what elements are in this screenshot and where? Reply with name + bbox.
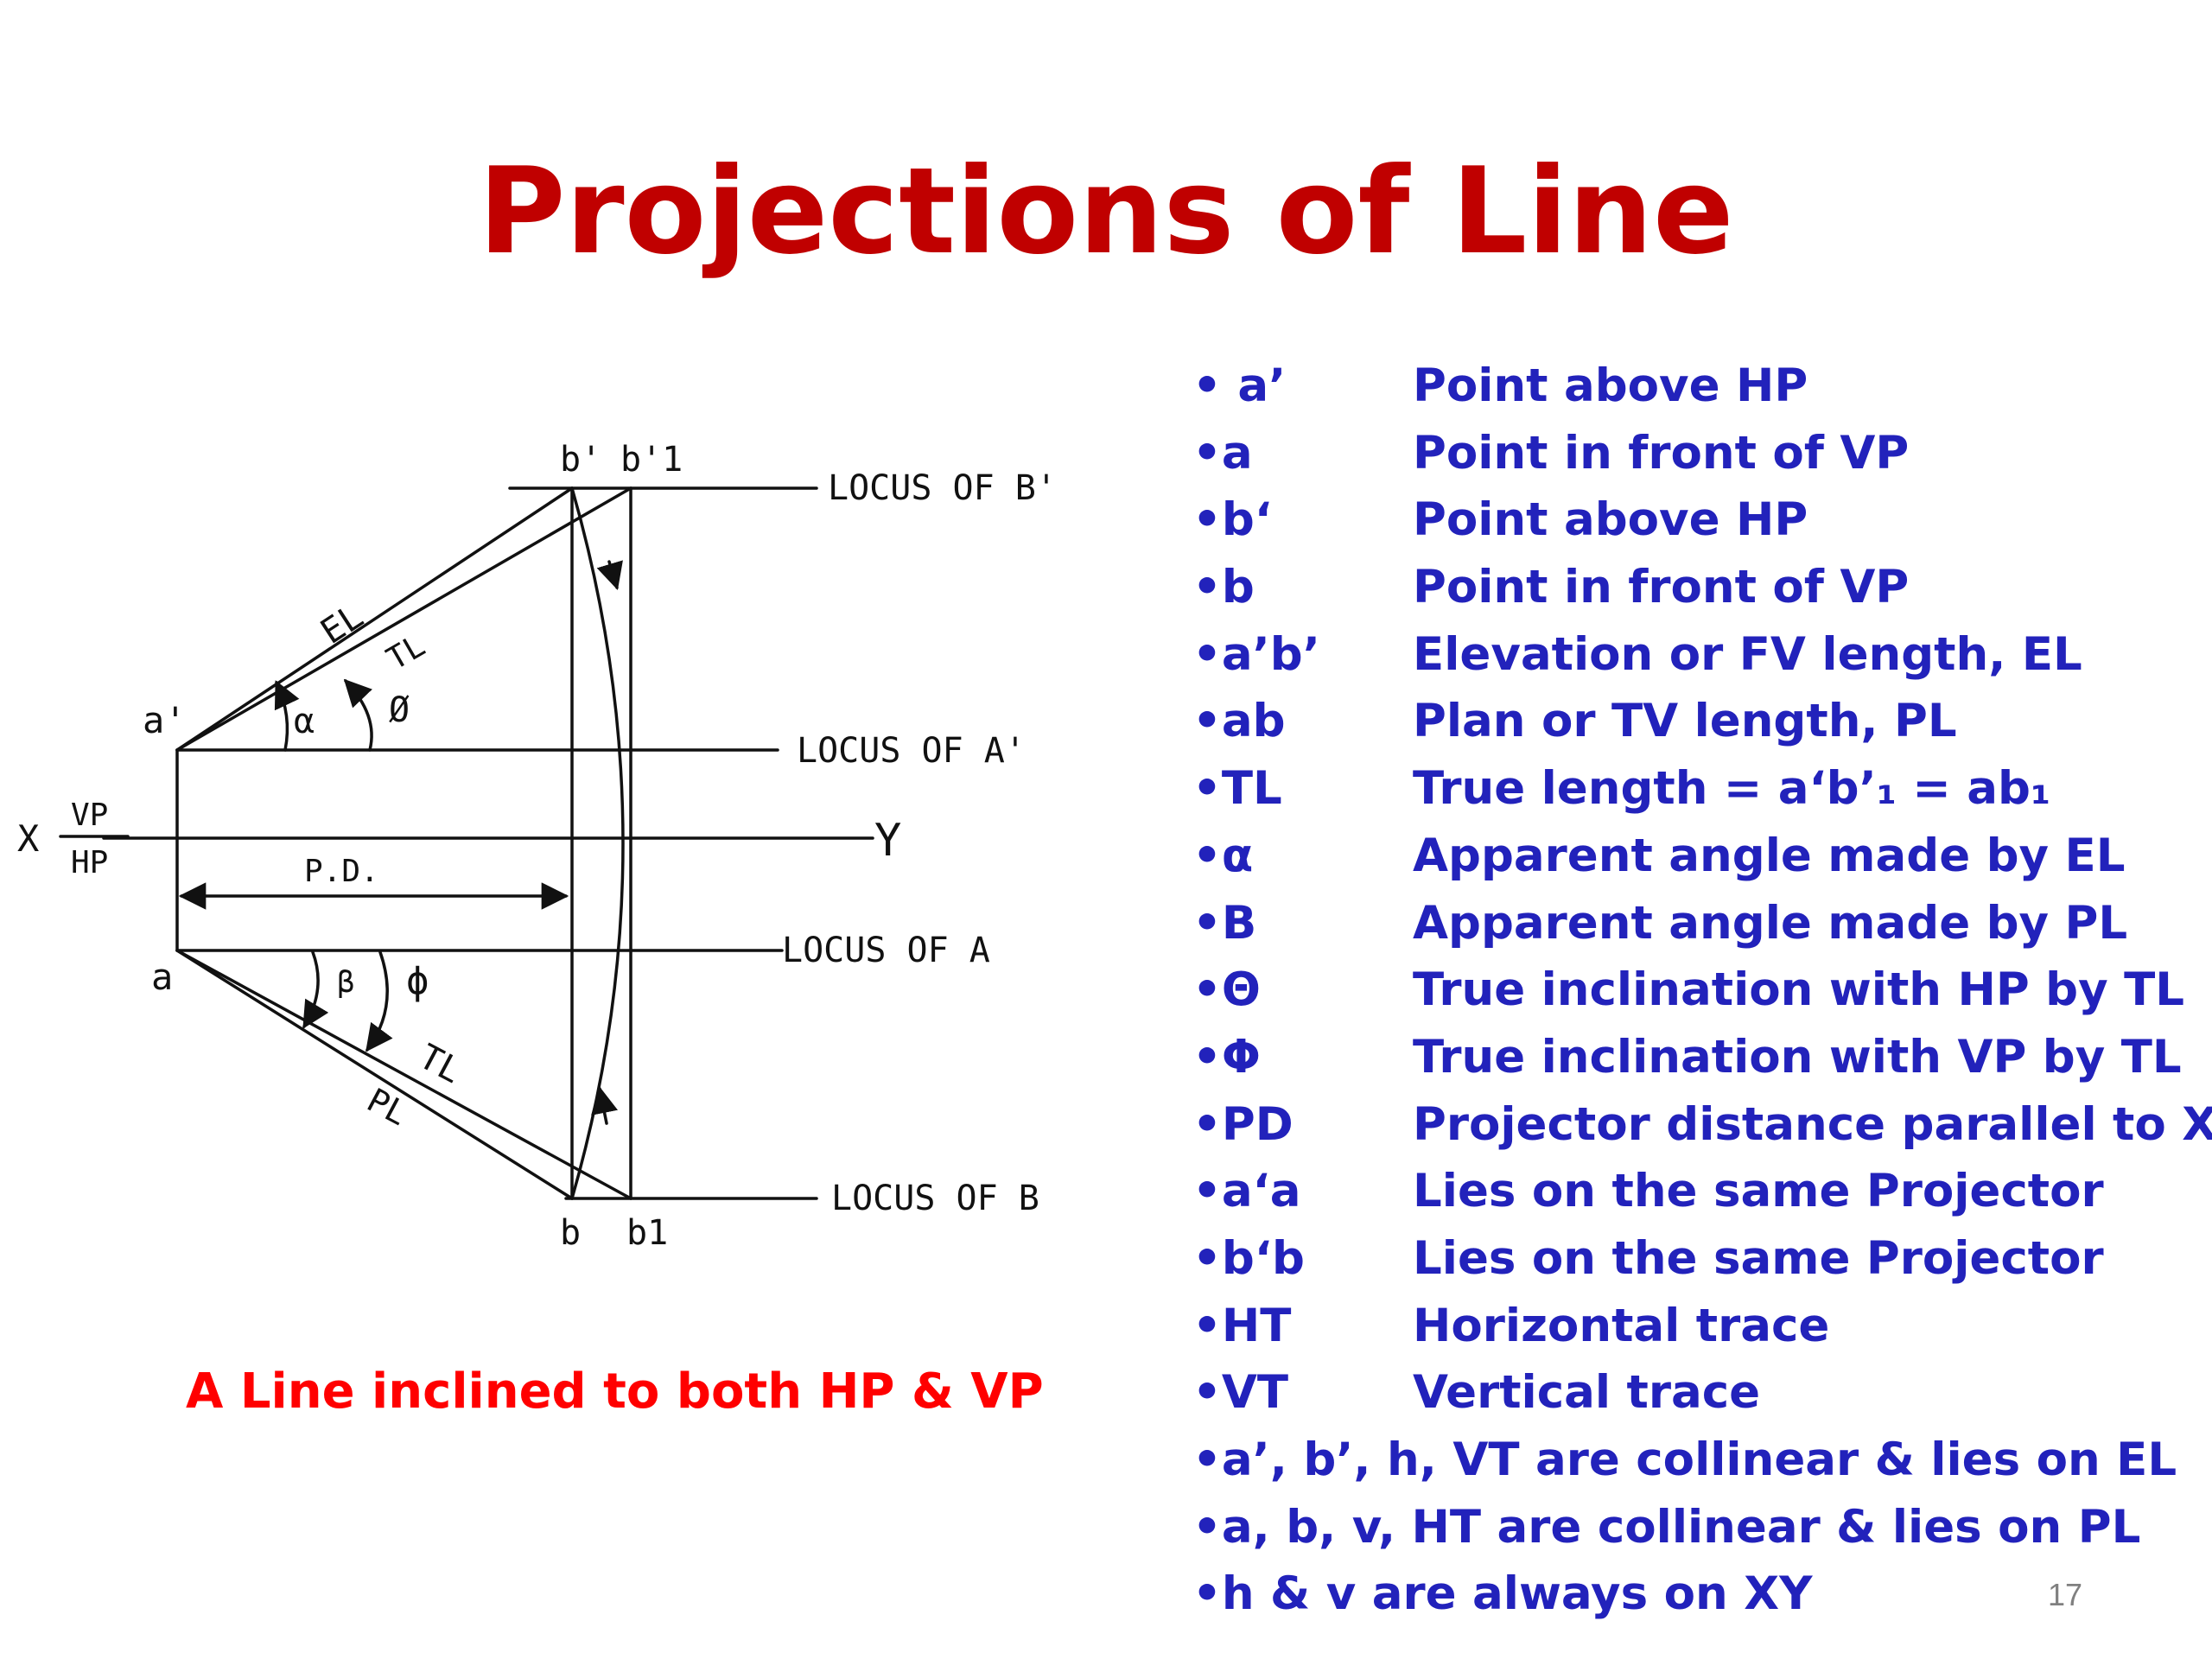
term-row: •b‘b Lies on the same Projector bbox=[1192, 1225, 2212, 1293]
label-locus-a: LOCUS OF A bbox=[782, 931, 990, 970]
label-b-prime: b' bbox=[560, 440, 601, 480]
label-locus-b-prime: LOCUS OF B' bbox=[828, 468, 1057, 508]
term-row: •b‘ Point above HP bbox=[1192, 486, 2212, 554]
term-row: •PD Projector distance parallel to XY bbox=[1192, 1091, 2212, 1159]
label-b1-prime: b'1 bbox=[620, 440, 683, 480]
swing-arc bbox=[570, 486, 625, 1200]
elevation-line-el bbox=[175, 486, 574, 752]
term-definition: Apparent angle made by PL bbox=[1413, 896, 2128, 950]
term-row: •a’b’ Elevation or FV length, EL bbox=[1192, 621, 2212, 689]
term-row: •a’, b’, h, VT are collinear & lies on E… bbox=[1192, 1427, 2212, 1494]
label-tl-top: TL bbox=[381, 628, 431, 677]
projection-diagram: b' b'1 LOCUS OF B' EL TL a' α Ø LOCUS OF… bbox=[17, 440, 1057, 1253]
term-row: • a’ Point above HP bbox=[1192, 353, 2212, 420]
term-definition: Point above HP bbox=[1413, 493, 1808, 547]
label-a: a bbox=[151, 956, 173, 998]
term-definition: True inclination with VP by TL bbox=[1413, 1030, 2182, 1084]
label-y: Y bbox=[874, 815, 901, 867]
term-definition: Plan or TV length, PL bbox=[1413, 695, 1957, 748]
theta-arc bbox=[343, 678, 373, 752]
term-row: •α Apparent angle made by EL bbox=[1192, 823, 2212, 890]
term-row: •Θ True inclination with HP by TL bbox=[1192, 957, 2212, 1024]
term-definition: Projector distance parallel to XY bbox=[1413, 1097, 2212, 1151]
term-row: •B Apparent angle made by PL bbox=[1192, 890, 2212, 957]
term-symbol: •PD bbox=[1192, 1097, 1294, 1151]
label-x: X bbox=[17, 817, 39, 860]
term-symbol: •a bbox=[1192, 426, 1253, 480]
term-symbol: •VT bbox=[1192, 1366, 1289, 1420]
term-definition: Lies on the same Projector bbox=[1413, 1231, 2104, 1285]
term-row: •TL True length = a‘b’₁ = ab₁ bbox=[1192, 755, 2212, 823]
term-definition: Horizontal trace bbox=[1413, 1299, 1830, 1352]
slide-title: Projections of Line bbox=[478, 142, 1734, 281]
term-row: •a, b, v, HT are collinear & lies on PL bbox=[1192, 1494, 2212, 1561]
label-phi: ϕ bbox=[406, 959, 429, 1003]
label-locus-a-prime: LOCUS OF A' bbox=[797, 731, 1026, 771]
term-definition: Point in front of VP bbox=[1413, 426, 1910, 480]
term-row: •a‘a Lies on the same Projector bbox=[1192, 1158, 2212, 1225]
term-symbol: •ab bbox=[1192, 695, 1286, 748]
label-beta: β bbox=[337, 965, 354, 1000]
true-length-line-top bbox=[175, 486, 632, 752]
label-theta: Ø bbox=[389, 690, 410, 730]
term-row: •h & v are always on XY bbox=[1192, 1560, 2212, 1628]
term-definition: True length = a‘b’₁ = ab₁ bbox=[1413, 762, 2051, 816]
term-definition: True inclination with HP by TL bbox=[1413, 963, 2185, 1017]
beta-arc bbox=[302, 950, 329, 1029]
label-alpha: α bbox=[294, 702, 315, 741]
label-b1: b1 bbox=[626, 1213, 668, 1253]
term-symbol: • a’ bbox=[1192, 359, 1287, 412]
term-symbol: •b‘b bbox=[1192, 1231, 1305, 1285]
term-symbol: •Θ bbox=[1192, 963, 1261, 1017]
term-symbol: •B bbox=[1192, 896, 1257, 950]
term-symbol: •a, b, v, HT are collinear & lies on PL bbox=[1192, 1500, 2141, 1554]
plan-line-pl bbox=[175, 949, 574, 1200]
term-definition: Point in front of VP bbox=[1413, 561, 1910, 614]
term-definition: Lies on the same Projector bbox=[1413, 1165, 2104, 1218]
term-symbol: •α bbox=[1192, 829, 1254, 882]
term-row: •a Point in front of VP bbox=[1192, 420, 2212, 487]
page-number: 17 bbox=[2048, 1577, 2083, 1612]
label-locus-b: LOCUS OF B bbox=[831, 1179, 1039, 1218]
term-row: •HT Horizontal trace bbox=[1192, 1293, 2212, 1360]
label-b: b bbox=[560, 1213, 581, 1253]
label-pd: P.D. bbox=[304, 854, 379, 889]
swing-arrow-bottom bbox=[591, 1085, 619, 1125]
term-symbol: •HT bbox=[1192, 1299, 1292, 1352]
term-definition: Elevation or FV length, EL bbox=[1413, 627, 2082, 681]
term-row: •ab Plan or TV length, PL bbox=[1192, 688, 2212, 755]
term-definition: Point above HP bbox=[1413, 359, 1808, 412]
phi-arc bbox=[365, 950, 393, 1052]
term-symbol: •b bbox=[1192, 561, 1255, 614]
term-row: •b Point in front of VP bbox=[1192, 554, 2212, 621]
term-row: •Φ True inclination with VP by TL bbox=[1192, 1024, 2212, 1091]
term-symbol: •b‘ bbox=[1192, 493, 1272, 547]
term-definition: Vertical trace bbox=[1413, 1366, 1761, 1420]
alpha-arc bbox=[274, 680, 300, 752]
label-a-prime: a' bbox=[143, 699, 187, 741]
term-symbol: •a’, b’, h, VT are collinear & lies on E… bbox=[1192, 1433, 2177, 1486]
diagram-caption: A Line inclined to both HP & VP bbox=[186, 1363, 1044, 1420]
label-vp: VP bbox=[71, 798, 108, 833]
label-pl: PL bbox=[361, 1081, 414, 1133]
swing-arrow-top bbox=[596, 560, 623, 591]
term-definition: Apparent angle made by EL bbox=[1413, 829, 2126, 882]
term-row: •VT Vertical trace bbox=[1192, 1359, 2212, 1427]
label-hp: HP bbox=[71, 845, 108, 880]
term-symbol: •a’b’ bbox=[1192, 627, 1320, 681]
true-length-line-bottom bbox=[175, 949, 632, 1200]
term-symbol: •TL bbox=[1192, 762, 1282, 816]
term-symbol: •a‘a bbox=[1192, 1165, 1301, 1218]
term-symbol: •h & v are always on XY bbox=[1192, 1567, 1813, 1621]
term-symbol: •Φ bbox=[1192, 1030, 1261, 1084]
